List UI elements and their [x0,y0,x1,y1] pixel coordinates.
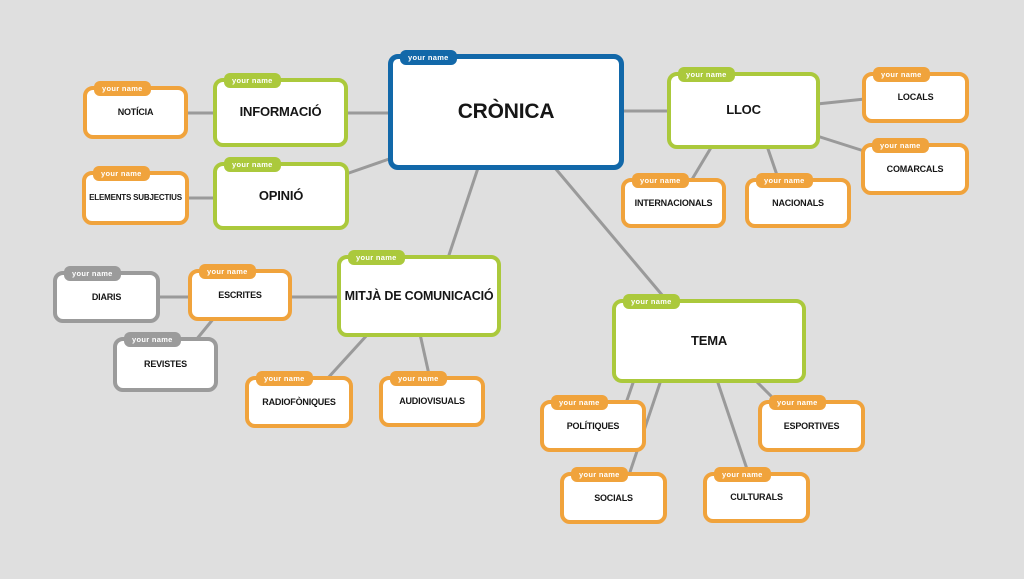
node-label-opinio: OPINIÓ [258,187,304,203]
author-name-tab: your name [872,138,929,153]
node-label-elements-subjectius: ELEMENTS SUBJECTIUS [89,193,182,203]
node-label-tema: TEMA [690,332,728,348]
node-label-radiofoniques: RADIOFÒNIQUES [262,396,336,407]
node-label-noticia: NOTÍCIA [117,107,154,118]
edge-mitja-de-comunicacio-radiofoniques [325,332,370,381]
author-name-tab: your name [632,173,689,188]
node-label-locals: LOCALS [897,92,934,103]
author-name-tab: your name [571,467,628,482]
author-name-tab: your name [400,50,457,65]
author-name-tab: your name [623,294,680,309]
node-label-escrites: ESCRITES [218,289,262,300]
node-label-audiovisuals: AUDIOVISUALS [399,396,465,407]
node-label-diaris: DIARIS [91,291,122,302]
author-name-tab: your name [348,250,405,265]
edge-cronica-tema [553,167,670,303]
node-label-internacionals: INTERNACIONALS [634,197,713,208]
author-name-tab: your name [93,166,150,181]
node-label-esportives: ESPORTIVES [783,420,840,431]
author-name-tab: your name [873,67,930,82]
node-label-politiques: POLÍTIQUES [566,420,620,431]
author-name-tab: your name [756,173,813,188]
node-label-culturals: CULTURALS [730,492,783,503]
node-label-informacio: INFORMACIÓ [239,104,322,120]
author-name-tab: your name [224,157,281,172]
edge-tema-politiques [624,379,636,404]
author-name-tab: your name [199,264,256,279]
edge-tema-culturals [715,379,751,476]
edge-lloc-internacionals [689,145,714,182]
node-label-revistes: REVISTES [144,359,187,370]
node-label-mitja-de-comunicacio: MITJÀ DE COMUNICACIÓ [344,288,494,303]
node-label-comarcals: COMARCALS [886,163,944,174]
edge-lloc-comarcals [816,134,865,153]
author-name-tab: your name [256,371,313,386]
author-name-tab: your name [551,395,608,410]
author-name-tab: your name [94,81,151,96]
node-label-nacionals: NACIONALS [772,197,824,208]
author-name-tab: your name [678,67,735,82]
author-name-tab: your name [390,371,447,386]
author-name-tab: your name [714,467,771,482]
edge-opinio-cronica [345,156,393,176]
node-label-socials: SOCIALS [594,492,633,503]
author-name-tab: your name [124,332,181,347]
author-name-tab: your name [64,266,121,281]
edge-escrites-revistes [194,317,216,341]
edge-lloc-locals [816,97,866,106]
node-label-lloc: LLOC [726,102,761,118]
author-name-tab: your name [769,395,826,410]
author-name-tab: your name [224,73,281,88]
edge-cronica-mitja-de-comunicacio [446,167,480,259]
node-label-cronica: CRÒNICA [457,99,555,123]
